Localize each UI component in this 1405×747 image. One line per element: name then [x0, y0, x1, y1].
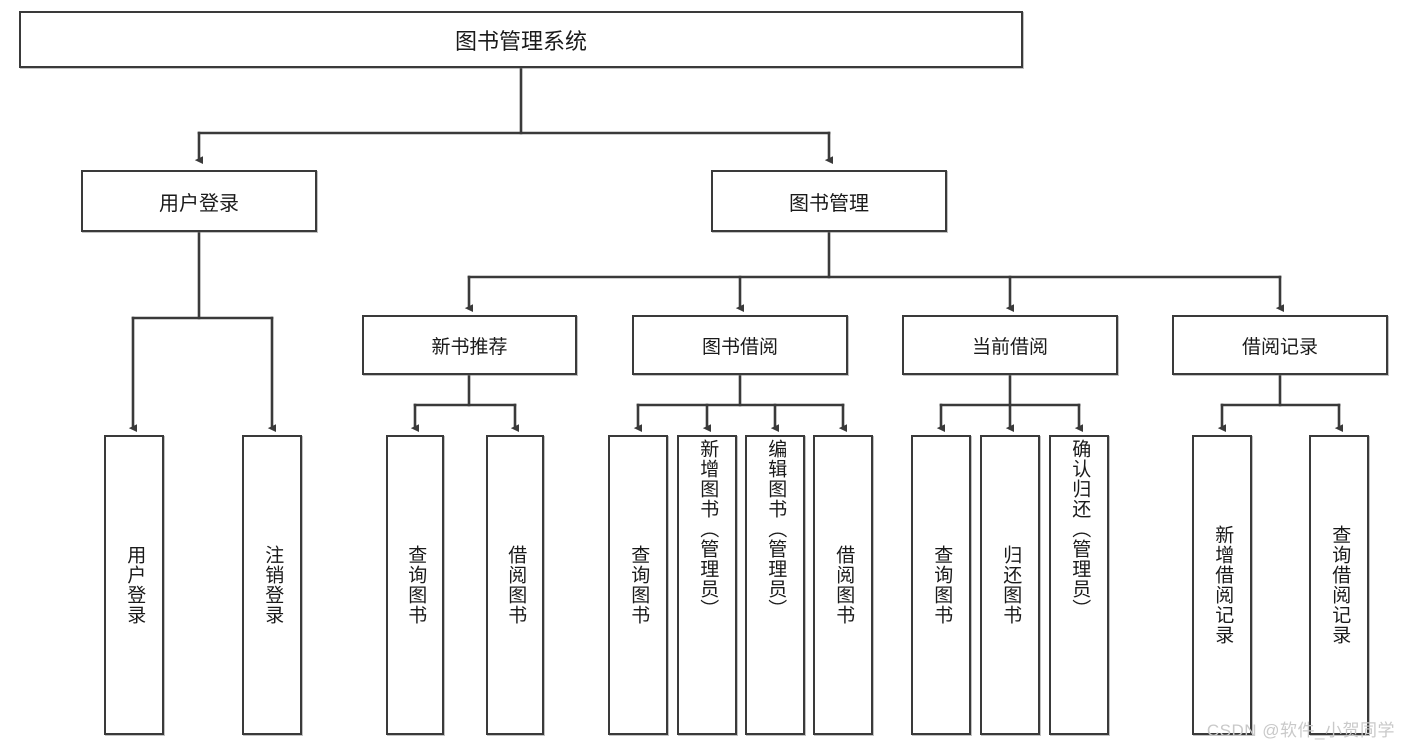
leaf-label: 编辑图书（管理员）: [765, 439, 787, 619]
leaf-inner: 用户登录: [123, 437, 145, 733]
leaf-label: 用户登录: [124, 545, 146, 625]
leaf-label: 注销登录: [262, 545, 284, 625]
leaf-label: 借阅图书: [505, 545, 527, 625]
leaf-user-login-logout[interactable]: 注销登录: [242, 435, 302, 735]
node-borrow-record[interactable]: 借阅记录: [1172, 315, 1388, 375]
leaf-label: 确认归还（管理员）: [1069, 439, 1091, 619]
leaf-borrow-record-add[interactable]: 新增借阅记录: [1192, 435, 1252, 735]
leaf-new-book-borrow[interactable]: 借阅图书: [486, 435, 544, 735]
node-book-borrow[interactable]: 图书借阅: [632, 315, 848, 375]
leaf-user-login-login[interactable]: 用户登录: [104, 435, 164, 735]
leaf-current-borrow-confirm[interactable]: 确认归还（管理员）: [1049, 435, 1109, 735]
leaf-label: 查询图书: [628, 545, 650, 625]
leaf-label: 查询借阅记录: [1329, 525, 1351, 645]
node-root-system[interactable]: 图书管理系统: [19, 11, 1023, 68]
node-user-login[interactable]: 用户登录: [81, 170, 317, 232]
leaf-inner: 注销登录: [261, 437, 283, 733]
leaf-inner: 查询借阅记录: [1328, 437, 1350, 733]
leaf-label: 归还图书: [1000, 545, 1022, 625]
leaf-new-book-query[interactable]: 查询图书: [386, 435, 444, 735]
leaf-book-borrow-borrow[interactable]: 借阅图书: [813, 435, 873, 735]
leaf-inner: 查询图书: [404, 437, 426, 733]
leaf-label: 借阅图书: [833, 545, 855, 625]
leaf-current-borrow-query[interactable]: 查询图书: [911, 435, 971, 735]
leaf-label: 新增借阅记录: [1212, 525, 1234, 645]
leaf-book-borrow-add[interactable]: 新增图书（管理员）: [677, 435, 737, 735]
leaf-inner: 查询图书: [930, 437, 952, 733]
leaf-inner: 新增图书（管理员）: [696, 437, 718, 733]
node-current-borrow[interactable]: 当前借阅: [902, 315, 1118, 375]
leaf-inner: 借阅图书: [504, 437, 526, 733]
leaf-label: 查询图书: [405, 545, 427, 625]
leaf-label: 查询图书: [931, 545, 953, 625]
leaf-inner: 编辑图书（管理员）: [764, 437, 786, 733]
leaf-borrow-record-query[interactable]: 查询借阅记录: [1309, 435, 1369, 735]
leaf-inner: 新增借阅记录: [1211, 437, 1233, 733]
leaf-inner: 确认归还（管理员）: [1068, 437, 1090, 733]
node-new-book-recommend[interactable]: 新书推荐: [362, 315, 577, 375]
leaf-book-borrow-query[interactable]: 查询图书: [608, 435, 668, 735]
leaf-current-borrow-return[interactable]: 归还图书: [980, 435, 1040, 735]
leaf-inner: 归还图书: [999, 437, 1021, 733]
leaf-inner: 查询图书: [627, 437, 649, 733]
csdn-watermark: CSDN @软件_小贺同学: [1206, 721, 1395, 740]
node-book-management[interactable]: 图书管理: [711, 170, 947, 232]
leaf-inner: 借阅图书: [832, 437, 854, 733]
leaf-book-borrow-edit[interactable]: 编辑图书（管理员）: [745, 435, 805, 735]
leaf-label: 新增图书（管理员）: [697, 439, 719, 619]
